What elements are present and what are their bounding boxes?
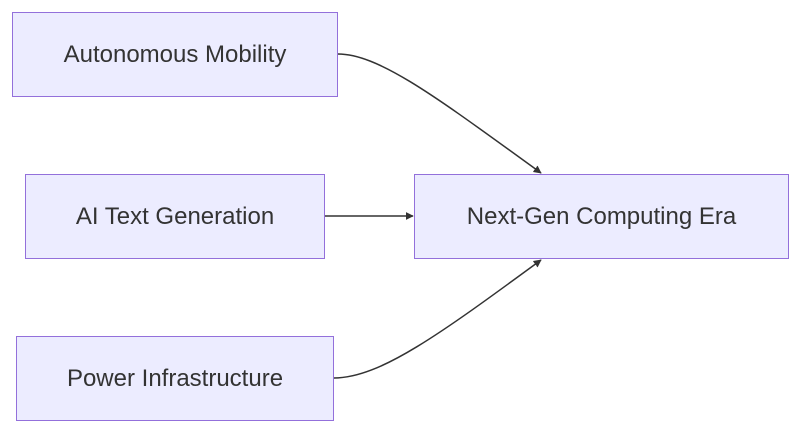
edge-autonomous-mobility-to-next-gen [337,53,542,174]
node-next-gen-computing-era: Next-Gen Computing Era [414,174,789,259]
edge-power-infrastructure-to-next-gen [333,259,542,379]
node-label: Next-Gen Computing Era [466,202,737,230]
node-label: AI Text Generation [75,202,275,230]
node-power-infrastructure: Power Infrastructure [16,336,334,421]
node-label: Power Infrastructure [66,364,284,392]
node-autonomous-mobility: Autonomous Mobility [12,12,338,97]
node-label: Autonomous Mobility [63,40,287,68]
node-ai-text-generation: AI Text Generation [25,174,325,259]
